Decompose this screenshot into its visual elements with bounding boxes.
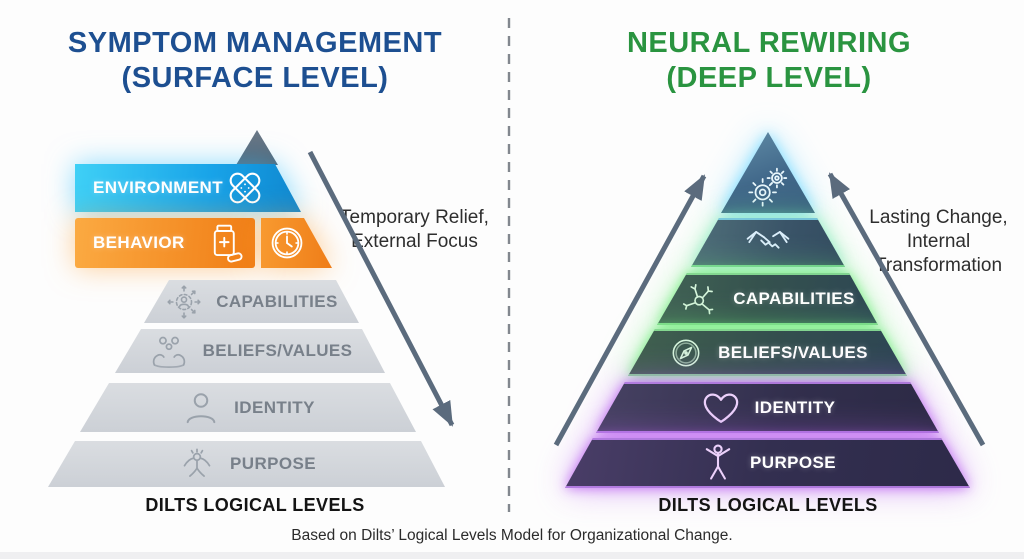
figure-raised-arms-icon (699, 442, 737, 484)
clock-icon (266, 222, 308, 264)
right-annotation-line1: Lasting Change, (869, 207, 1008, 228)
hands-people-icon (148, 332, 190, 370)
purpose-left-label: PURPOSE (230, 454, 316, 473)
behavior-label: BEHAVIOR (93, 233, 185, 252)
level-beliefs-right: BELIEFS/VALUES (628, 329, 907, 376)
pill-bottle-icon (207, 222, 245, 264)
bottom-edge-strip (0, 552, 1024, 559)
heart-icon (700, 389, 742, 427)
right-caption: DILTS LOGICAL LEVELS (658, 495, 878, 515)
identity-left-label: IDENTITY (234, 397, 315, 417)
level-identity-left: IDENTITY (80, 383, 416, 432)
level-capabilities-left: CAPABILITIES (144, 280, 359, 323)
left-pyramid-apex (236, 130, 278, 165)
gears-icon (743, 165, 793, 209)
behavior-clock-box (261, 218, 332, 268)
level-environment: ENVIRONMENT (75, 164, 301, 212)
level-capabilities-right: CAPABILITIES (657, 273, 878, 325)
identity-right-label: IDENTITY (754, 397, 836, 417)
bandage-icon (223, 166, 267, 210)
left-annotation-line2: External Focus (351, 231, 478, 252)
level-relationships (691, 218, 845, 267)
right-annotation: Lasting Change, Internal Transformation (856, 206, 1021, 278)
right-title-line2: (DEEP LEVEL) (666, 62, 872, 94)
capabilities-right-label: CAPABILITIES (733, 289, 855, 308)
neuron-icon (680, 280, 720, 318)
left-title-line1: SYMPTOM MANAGEMENT (67, 27, 443, 59)
footer-note: Based on Dilts’ Logical Levels Model for… (291, 527, 733, 544)
right-pyramid-apex (721, 132, 815, 213)
right-panel-title: NEURAL REWIRING (DEEP LEVEL) (529, 26, 1009, 96)
figure-rays-icon (177, 444, 217, 484)
left-panel-title: SYMPTOM MANAGEMENT (SURFACE LEVEL) (15, 26, 495, 96)
handshake-icon (743, 226, 793, 260)
left-caption: DILTS LOGICAL LEVELS (145, 495, 365, 515)
level-behavior: BEHAVIOR (75, 218, 255, 268)
left-annotation-line1: Temporary Relief, (340, 207, 489, 228)
left-annotation: Temporary Relief, External Focus (337, 206, 492, 254)
beliefs-right-label: BELIEFS/VALUES (718, 342, 868, 362)
left-title-line2: (SURFACE LEVEL) (121, 62, 389, 94)
environment-label: ENVIRONMENT (93, 178, 224, 197)
beliefs-left-label: BELIEFS/VALUES (202, 341, 353, 360)
right-title-line1: NEURAL REWIRING (626, 27, 912, 59)
person-icon (181, 388, 221, 428)
right-annotation-line3: Transformation (874, 255, 1003, 276)
level-beliefs-left: BELIEFS/VALUES (115, 329, 385, 373)
level-purpose-left: PURPOSE (48, 441, 445, 487)
level-purpose-right: PURPOSE (565, 438, 970, 488)
right-annotation-line2: Internal (906, 231, 971, 252)
capabilities-left-label: CAPABILITIES (216, 291, 338, 311)
purpose-right-label: PURPOSE (750, 453, 836, 472)
compass-icon (667, 334, 705, 372)
level-identity-right: IDENTITY (596, 382, 939, 433)
network-person-icon (165, 283, 203, 321)
